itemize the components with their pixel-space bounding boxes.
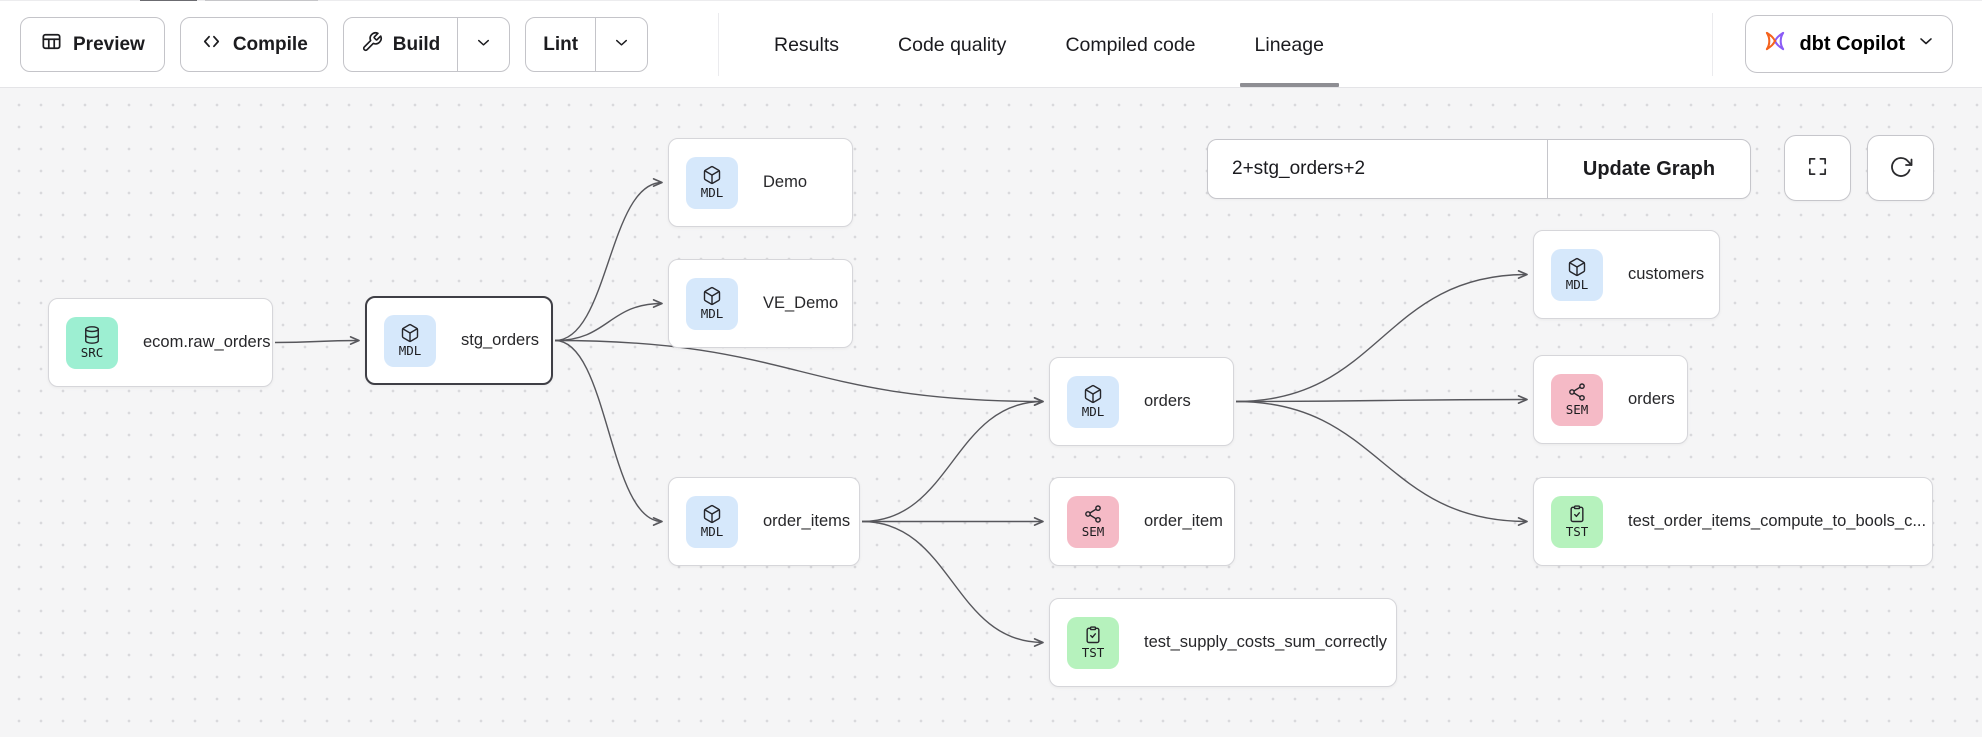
lint-dropdown-button[interactable] <box>595 18 647 71</box>
lineage-node-orders_sem[interactable]: SEM orders <box>1533 355 1688 444</box>
node-type-badge: TST <box>1551 495 1603 548</box>
node-type-label: MDL <box>700 305 724 321</box>
lineage-node-demo[interactable]: MDL Demo <box>668 138 853 227</box>
lineage-node-orders_mdl[interactable]: MDL orders <box>1049 357 1234 446</box>
chevron-down-icon <box>474 33 493 57</box>
node-type-badge: TST <box>1067 616 1119 669</box>
node-type-badge: SEM <box>1551 373 1603 426</box>
header-divider <box>718 13 719 76</box>
node-type-badge: MDL <box>686 495 738 548</box>
node-type-label: TST <box>1081 644 1105 660</box>
window-top-edge <box>0 0 1982 1</box>
dbt-copilot-logo <box>1762 28 1788 60</box>
node-type-badge: SRC <box>66 316 118 369</box>
build-label: Build <box>392 33 441 55</box>
preview-label: Preview <box>73 33 145 55</box>
node-type-badge: MDL <box>1067 375 1119 428</box>
node-type-label: MDL <box>700 523 724 539</box>
lineage-selector-input[interactable] <box>1208 140 1547 198</box>
selector-divider <box>1547 140 1548 198</box>
semantic-layer-icon <box>1569 383 1585 401</box>
database-icon <box>85 325 99 344</box>
node-type-badge: MDL <box>1551 248 1603 301</box>
node-type-label: MDL <box>1565 276 1589 292</box>
tab-lineage[interactable]: Lineage <box>1239 2 1340 88</box>
build-split-button: Build <box>342 17 511 72</box>
node-name-label: stg_orders <box>461 331 539 349</box>
lineage-node-ve_demo[interactable]: MDL VE_Demo <box>668 259 853 348</box>
cube-icon <box>703 286 721 305</box>
preview-button[interactable]: Preview <box>20 17 165 72</box>
copilot-label: dbt Copilot <box>1799 32 1905 55</box>
lineage-node-tst_order_items[interactable]: TST test_order_items_compute_to_bools_c.… <box>1533 477 1933 566</box>
node-name-label: order_item <box>1144 512 1223 530</box>
cube-icon <box>703 165 721 184</box>
node-name-label: customers <box>1628 265 1705 283</box>
dbt-copilot-button[interactable]: dbt Copilot <box>1745 15 1953 73</box>
header-divider <box>1712 13 1713 76</box>
semantic-layer-icon <box>1085 505 1101 523</box>
node-type-label: TST <box>1565 523 1589 539</box>
node-type-badge: SEM <box>1067 495 1119 548</box>
update-graph-button[interactable]: Update Graph <box>1548 140 1750 198</box>
node-name-label: orders <box>1628 390 1675 408</box>
node-type-badge: MDL <box>686 156 738 209</box>
lineage-node-order_item_sem[interactable]: SEM order_item <box>1049 477 1235 566</box>
cube-icon <box>1084 384 1102 403</box>
test-clipboard-icon <box>1086 626 1100 644</box>
node-type-label: SRC <box>80 344 104 360</box>
node-type-badge: MDL <box>686 277 738 330</box>
node-name-label: Demo <box>763 173 808 191</box>
node-name-label: orders <box>1144 392 1191 410</box>
node-type-label: SEM <box>1565 401 1589 417</box>
wrench-icon <box>361 31 383 59</box>
cube-icon <box>401 323 419 342</box>
code-icon <box>200 30 223 59</box>
node-name-label: test_supply_costs_sum_correctly <box>1144 633 1388 651</box>
panel-bottom-edge <box>0 737 1982 748</box>
node-type-label: MDL <box>398 342 422 358</box>
compile-button[interactable]: Compile <box>179 17 328 72</box>
test-clipboard-icon <box>1570 505 1584 523</box>
node-name-label: VE_Demo <box>763 294 839 312</box>
node-type-label: SEM <box>1081 523 1105 539</box>
fullscreen-button[interactable] <box>1784 135 1851 201</box>
node-type-label: MDL <box>700 184 724 200</box>
cube-icon <box>1568 257 1586 276</box>
lineage-node-tst_supply[interactable]: TST test_supply_costs_sum_correctly <box>1049 598 1397 687</box>
lineage-canvas[interactable]: SRC ecom.raw_orders MDL stg_orders MDL D… <box>0 88 1982 737</box>
node-type-badge: MDL <box>384 314 436 367</box>
lint-button[interactable]: Lint <box>526 18 595 71</box>
lineage-selector-group: Update Graph <box>1207 139 1751 199</box>
table-icon <box>40 30 63 59</box>
node-name-label: test_order_items_compute_to_bools_c... <box>1628 512 1927 530</box>
lint-label: Lint <box>543 33 579 55</box>
node-type-label: MDL <box>1081 403 1105 419</box>
refresh-icon <box>1889 155 1913 182</box>
node-name-label: order_items <box>763 512 851 530</box>
lineage-node-stg_orders[interactable]: MDL stg_orders <box>365 296 553 385</box>
lineage-node-src_raw_orders[interactable]: SRC ecom.raw_orders <box>48 298 273 387</box>
node-name-label: ecom.raw_orders <box>143 333 271 351</box>
result-tabs: Results Code quality Compiled code Linea… <box>759 2 1340 88</box>
build-button[interactable]: Build <box>344 18 458 71</box>
compile-label: Compile <box>232 33 308 55</box>
refresh-button[interactable] <box>1867 135 1934 201</box>
build-dropdown-button[interactable] <box>457 18 509 71</box>
action-toolbar: Preview Compile Build <box>20 17 649 72</box>
chevron-down-icon <box>1916 31 1936 57</box>
tab-results[interactable]: Results <box>774 33 840 56</box>
tab-code-quality[interactable]: Code quality <box>898 33 1007 56</box>
fullscreen-icon <box>1806 155 1829 181</box>
chevron-down-icon <box>612 33 631 57</box>
lineage-node-order_items[interactable]: MDL order_items <box>668 477 860 566</box>
lint-split-button: Lint <box>525 17 649 72</box>
tab-compiled-code[interactable]: Compiled code <box>1065 33 1196 56</box>
lineage-node-customers[interactable]: MDL customers <box>1533 230 1720 319</box>
cube-icon <box>703 504 721 523</box>
panel-header: Preview Compile Build <box>0 1 1982 88</box>
